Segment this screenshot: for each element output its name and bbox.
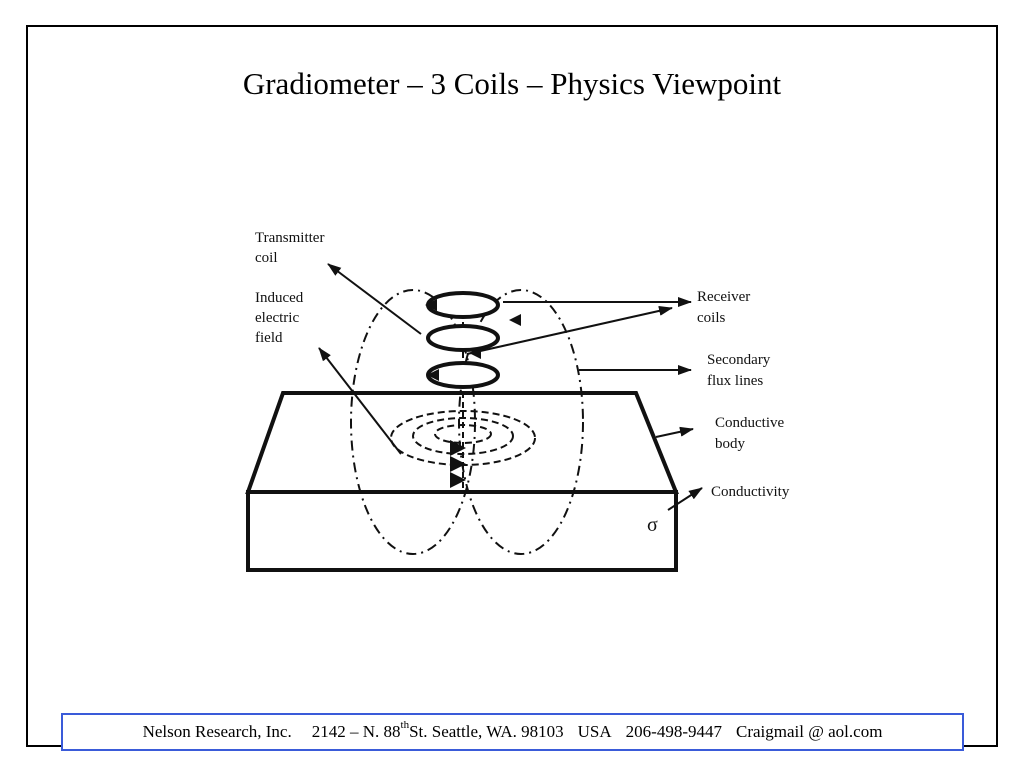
- receiver-label-line1: Receiver: [697, 289, 750, 305]
- conductive-body: [245, 391, 679, 572]
- induced-label-line1: Induced: [255, 290, 304, 306]
- footer-company: Nelson Research, Inc.: [142, 722, 292, 741]
- footer-phone: 206-498-9447: [625, 722, 722, 741]
- field-direction-markers: [450, 440, 466, 488]
- slide-title: Gradiometer – 3 Coils – Physics Viewpoin…: [242, 66, 782, 101]
- secondary-label-line2: flux lines: [707, 373, 763, 389]
- footer-contact-box: Nelson Research, Inc. 2142 – N. 88th St.…: [61, 713, 964, 751]
- gradiometer-diagram: Transmitter coil Induced electric field …: [231, 222, 831, 582]
- transmitter-arrow: [327, 263, 422, 335]
- flux-loop-left: [350, 289, 476, 555]
- conductivity-arrow: [667, 487, 703, 511]
- field-marker-3: [450, 472, 466, 488]
- transmitter-label-line2: coil: [255, 250, 278, 266]
- conductive-label-line1: Conductive: [715, 415, 784, 431]
- receiver-arrow-bottom: [466, 305, 673, 355]
- secondary-label-line1: Secondary: [707, 352, 771, 368]
- flux-loop-right: [458, 289, 584, 555]
- transmitter-coil: [426, 324, 500, 352]
- conductivity-label: Conductivity: [711, 484, 790, 500]
- field-marker-1: [450, 440, 466, 456]
- coil-stack: [426, 291, 500, 389]
- secondary-flux-lines: [350, 289, 584, 555]
- coil-marker-1: [425, 299, 437, 311]
- coil-marker-4: [427, 369, 439, 381]
- conductive-body-arrow: [655, 426, 694, 438]
- sigma-symbol: σ: [647, 514, 658, 536]
- footer-email: Craigmail @ aol.com: [736, 722, 883, 741]
- label-arrows: [318, 263, 703, 511]
- coil-marker-2: [509, 314, 521, 326]
- conductive-label-line2: body: [715, 436, 746, 452]
- induced-label-line3: field: [255, 330, 283, 346]
- induced-label-line2: electric: [255, 310, 299, 326]
- receiver-label-line2: coils: [697, 310, 725, 326]
- footer-street-suffix: St. Seattle, WA. 98103: [409, 722, 564, 741]
- slab-front-face: [246, 490, 678, 572]
- footer-country: USA: [577, 722, 612, 741]
- footer-street: 2142 – N. 88th St. Seattle, WA. 98103: [311, 719, 564, 742]
- field-marker-2: [450, 456, 466, 472]
- induced-field-arrow: [318, 347, 402, 455]
- diagram-svg: Transmitter coil Induced electric field …: [245, 230, 790, 572]
- receiver-coil-top: [426, 291, 500, 319]
- footer-street-prefix: 2142 – N. 88: [311, 722, 401, 741]
- transmitter-label-line1: Transmitter: [255, 230, 324, 246]
- footer-street-sup: th: [400, 719, 410, 731]
